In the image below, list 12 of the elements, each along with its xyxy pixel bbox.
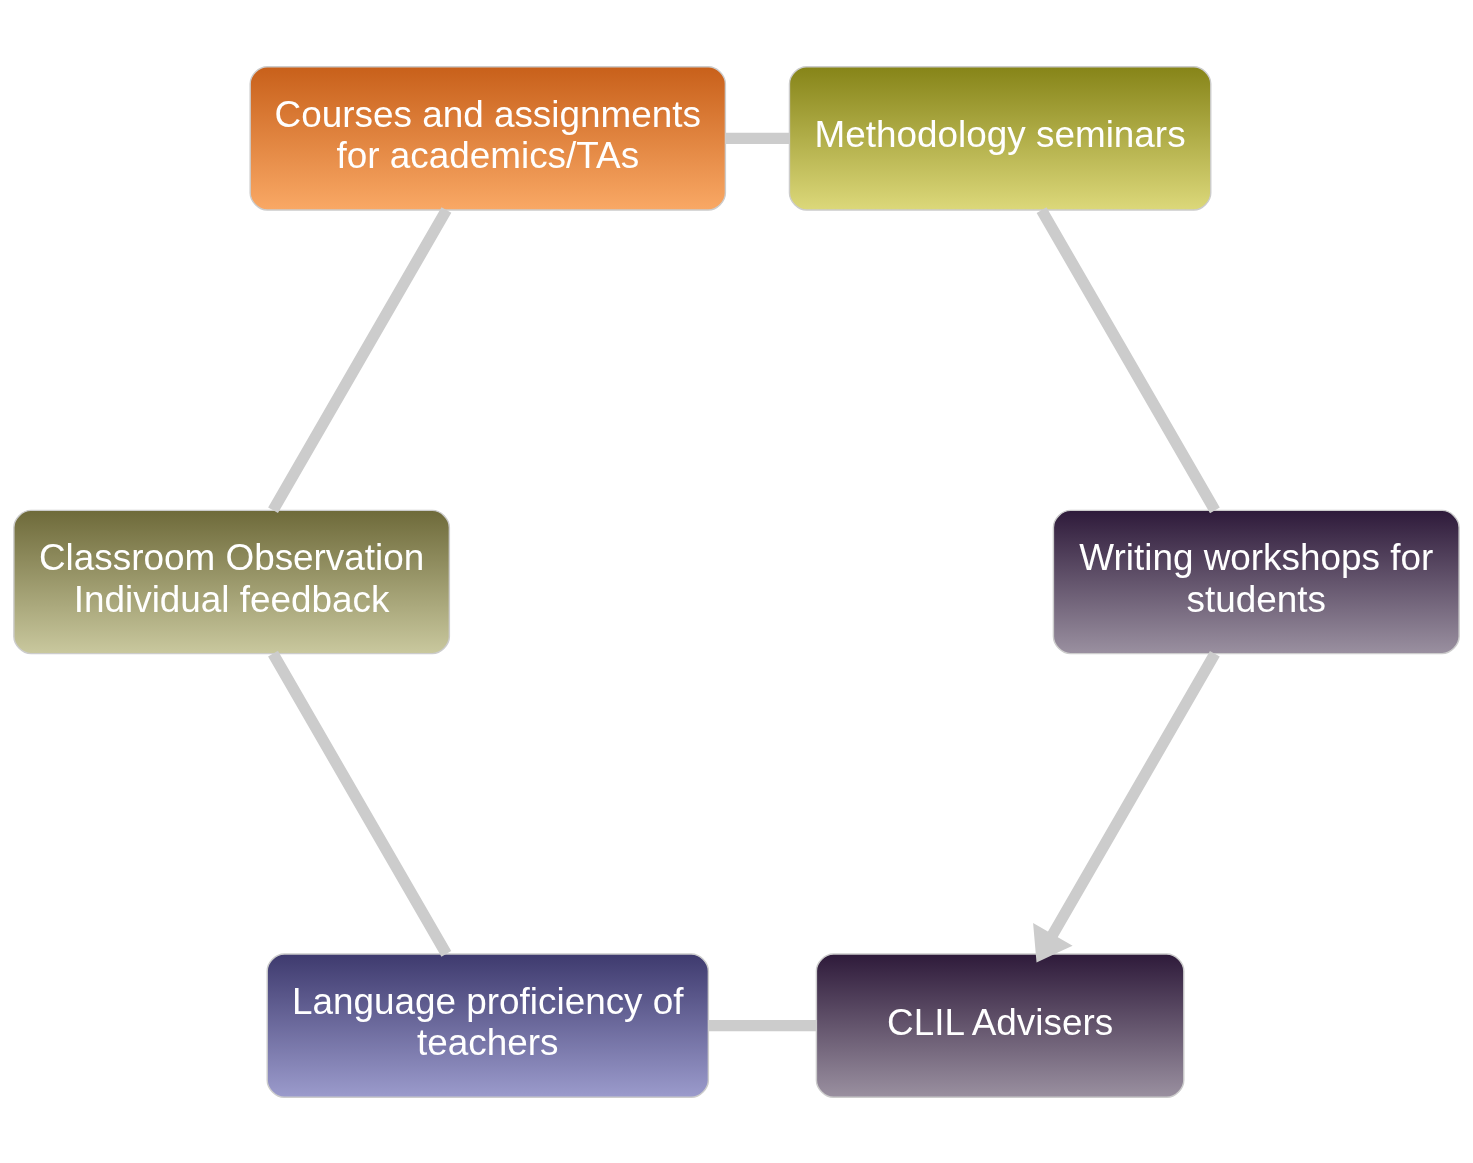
connector [1036, 206, 1220, 513]
connector [708, 1019, 817, 1031]
node-box: Language proficiency of teachers [266, 952, 710, 1098]
node-box: Classroom Observation Individual feedback [13, 509, 451, 654]
connector [268, 650, 452, 957]
node-box: Methodology seminars [788, 65, 1212, 211]
connector [725, 132, 790, 144]
node-box: Courses and assignments for academics/TAs [249, 65, 727, 211]
node-box: CLIL Advisers [815, 952, 1185, 1098]
arrow [1033, 650, 1220, 963]
connector [268, 206, 452, 513]
node-box: Writing workshops for students [1052, 509, 1460, 654]
